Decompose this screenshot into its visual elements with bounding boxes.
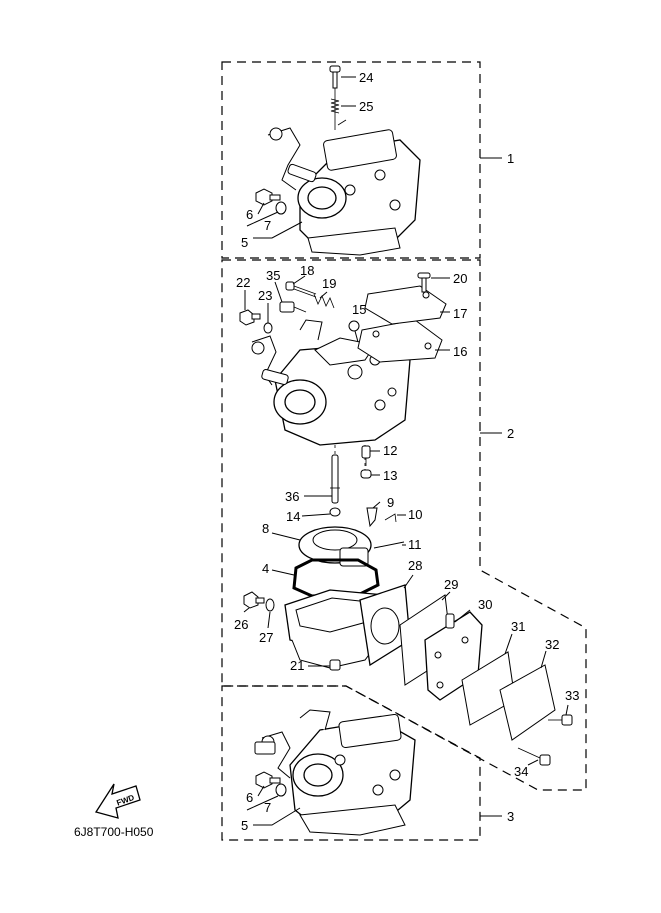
cover-part-32 xyxy=(499,664,556,741)
callout-7-top: 7 xyxy=(264,218,271,233)
callout-13: 13 xyxy=(383,468,397,483)
callout-19: 19 xyxy=(322,276,336,291)
callout-22: 22 xyxy=(236,275,250,290)
callout-34: 34 xyxy=(514,764,528,779)
float-part-8 xyxy=(298,526,372,567)
callout-1: 1 xyxy=(507,151,514,166)
fwd-arrow-icon: FWD xyxy=(94,783,141,819)
group-box-2 xyxy=(221,259,587,791)
group-box-1 xyxy=(221,61,481,259)
callout-6-top: 6 xyxy=(246,207,253,222)
callout-12: 12 xyxy=(383,443,397,458)
screw-part-34 xyxy=(517,747,551,766)
clip-part-10 xyxy=(384,513,397,523)
bolt-part-6-bottom xyxy=(255,771,281,789)
bolt-part-26 xyxy=(243,591,265,609)
drain-screw-part-21 xyxy=(329,659,341,671)
callout-3: 3 xyxy=(507,809,514,824)
callout-36: 36 xyxy=(285,489,299,504)
callout-21: 21 xyxy=(290,658,304,673)
washer-part-27 xyxy=(265,598,275,612)
part-23 xyxy=(263,322,273,334)
callout-9: 9 xyxy=(387,495,394,510)
callout-6-bottom: 6 xyxy=(246,790,253,805)
washer-part-7-top xyxy=(275,201,287,215)
plug-part-14 xyxy=(329,507,341,517)
callout-8: 8 xyxy=(262,521,269,536)
pin-part-11 xyxy=(373,541,405,549)
plug-part-15 xyxy=(348,320,360,332)
callout-29: 29 xyxy=(444,577,458,592)
washer-part-7-bottom xyxy=(275,783,287,797)
callout-18: 18 xyxy=(300,263,314,278)
callout-25: 25 xyxy=(359,99,373,114)
screw-part-24 xyxy=(329,65,341,89)
callout-24: 24 xyxy=(359,70,373,85)
callout-5-bottom: 5 xyxy=(241,818,248,833)
screw-part-33 xyxy=(548,714,573,726)
spring-part-25 xyxy=(330,98,340,114)
carburetor-assembly-3 xyxy=(254,709,416,836)
callout-7-bottom: 7 xyxy=(264,800,271,815)
callout-35: 35 xyxy=(266,268,280,283)
callout-20: 20 xyxy=(453,271,467,286)
callout-16: 16 xyxy=(453,344,467,359)
callout-28: 28 xyxy=(408,558,422,573)
bolt-part-22 xyxy=(239,309,261,326)
callout-33: 33 xyxy=(565,688,579,703)
group-box-3 xyxy=(221,685,481,841)
spring-part-19 xyxy=(313,293,335,309)
callout-27: 27 xyxy=(259,630,273,645)
diagram-code: 6J8T700-H050 xyxy=(74,825,154,839)
callout-23: 23 xyxy=(258,288,272,303)
callout-32: 32 xyxy=(545,637,559,652)
jet-part-12 xyxy=(361,445,371,466)
jet-part-13 xyxy=(360,469,372,479)
gasket-part-4 xyxy=(292,558,380,598)
plate-part-17 xyxy=(364,285,447,325)
callout-10: 10 xyxy=(408,507,422,522)
callout-31: 31 xyxy=(511,619,525,634)
part-35 xyxy=(279,301,307,313)
callout-30: 30 xyxy=(478,597,492,612)
callout-5-top: 5 xyxy=(241,235,248,250)
screw-part-18 xyxy=(285,281,317,298)
gasket-part-16 xyxy=(357,319,443,363)
carburetor-assembly-1 xyxy=(267,82,421,256)
screw-part-20 xyxy=(417,272,431,293)
bolt-part-6-top xyxy=(255,188,281,206)
needle-part-9 xyxy=(366,507,378,528)
callout-26: 26 xyxy=(234,617,248,632)
callout-11: 11 xyxy=(408,537,422,552)
tube-part-36 xyxy=(330,454,340,504)
callout-17: 17 xyxy=(453,306,467,321)
callout-14: 14 xyxy=(286,509,300,524)
callout-15: 15 xyxy=(352,302,366,317)
callout-2: 2 xyxy=(507,426,514,441)
callout-4: 4 xyxy=(262,561,269,576)
